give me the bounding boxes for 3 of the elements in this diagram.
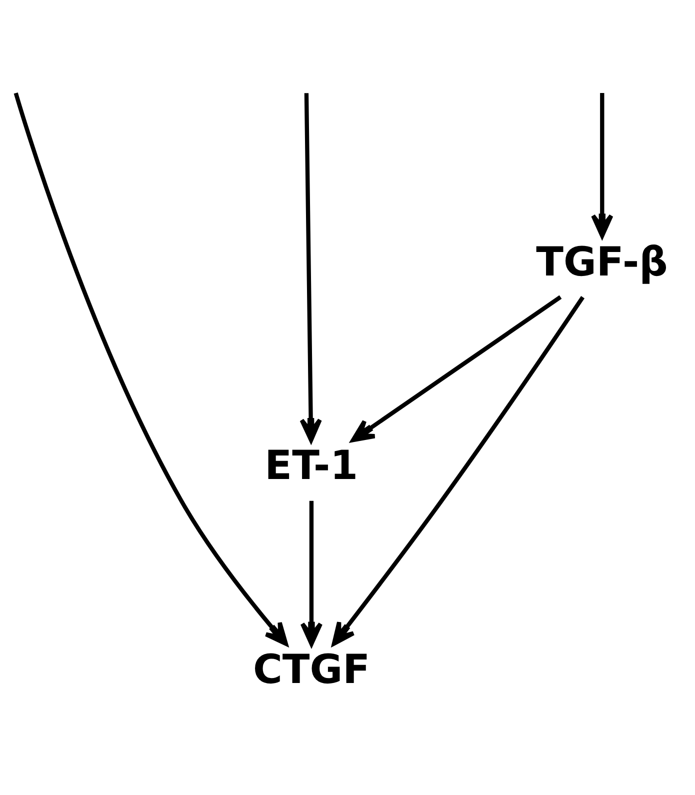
node-text: TGF-β bbox=[536, 238, 668, 285]
node-text: CTGF bbox=[252, 646, 370, 692]
node-text: ET-1 bbox=[264, 442, 358, 489]
